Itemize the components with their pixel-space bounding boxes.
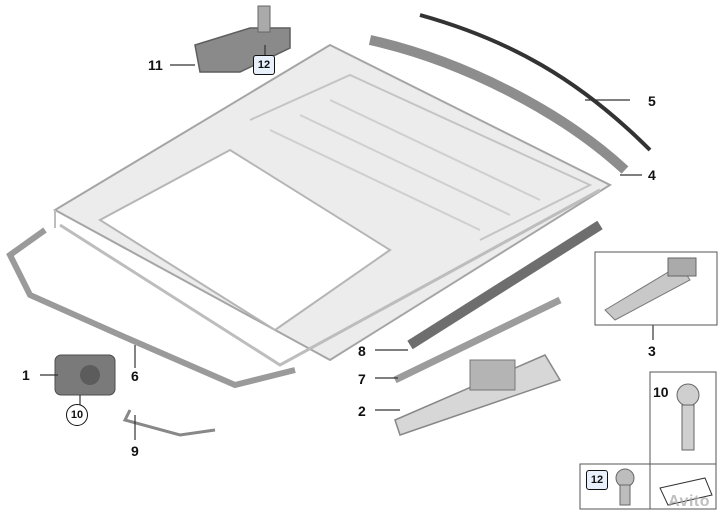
hardware-panel (579, 371, 717, 510)
callout-12-box: 12 (586, 470, 608, 490)
part-11-bracket (194, 5, 291, 73)
watermark: Avito (668, 493, 710, 510)
callout-9: 9 (131, 443, 139, 459)
callout-2: 2 (358, 403, 366, 419)
part-1-motor (54, 354, 116, 396)
callout-3: 3 (648, 343, 656, 359)
callout-1: 1 (22, 367, 30, 383)
panel-3-frame (594, 251, 718, 326)
sunroof-frame (52, 43, 613, 367)
callout-12-top: 12 (253, 55, 275, 75)
part-6-guide (6, 227, 296, 389)
part-8-strip (407, 220, 603, 350)
callout-7: 7 (358, 371, 366, 387)
leader-lines (40, 45, 654, 440)
part-7-rail (393, 296, 562, 384)
part-4-deflector (368, 35, 629, 174)
callout-8: 8 (358, 343, 366, 359)
callout-10-circled: 10 (66, 404, 88, 426)
part-5-seal (419, 13, 652, 152)
part-2-mechanism (394, 354, 562, 436)
part-10-screw (676, 383, 700, 451)
part-3-clip (604, 257, 697, 321)
callout-10: 10 (653, 384, 669, 400)
callout-6: 6 (131, 368, 139, 384)
part-12-clip (615, 468, 635, 506)
callout-5: 5 (648, 93, 656, 109)
part-9-cable (122, 409, 216, 437)
callout-11: 11 (148, 57, 163, 73)
callout-4: 4 (648, 167, 656, 183)
